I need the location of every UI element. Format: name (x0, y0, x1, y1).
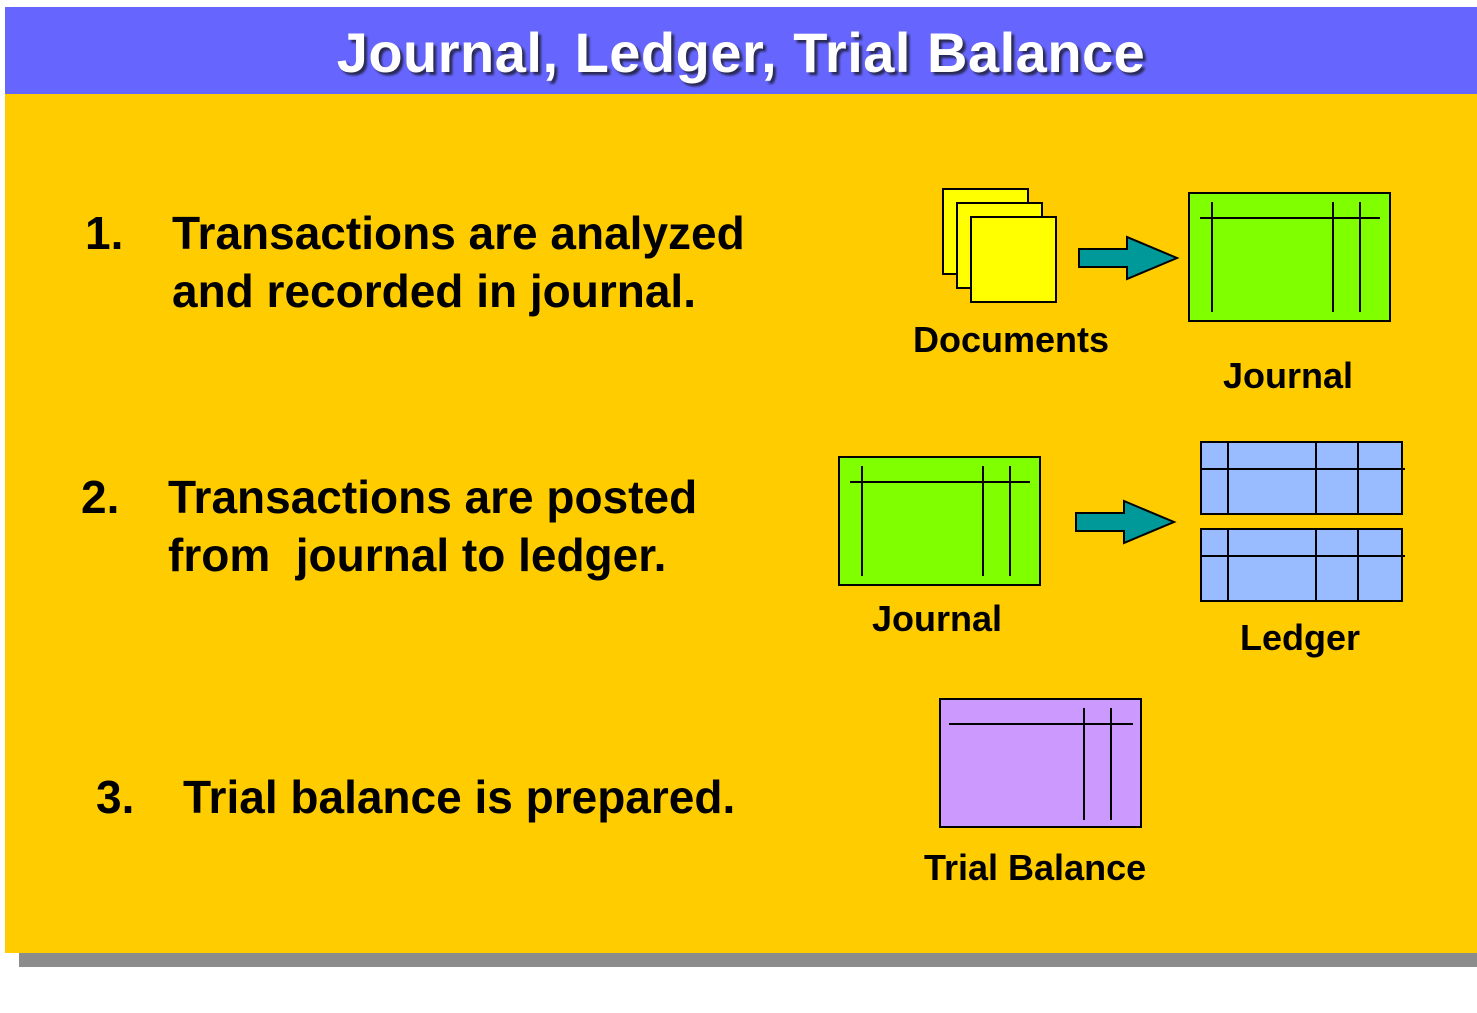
step-3: 3. Trial balance is prepared. (96, 768, 816, 828)
journal-label-2: Journal (872, 598, 1003, 639)
journal-label-1: Journal (1223, 355, 1354, 396)
slide: Journal, Ledger, Trial Balance 1. Transa… (5, 7, 1477, 953)
journal-table-icon (838, 456, 1041, 586)
trial-balance-label: Trial Balance (924, 847, 1147, 888)
step-3-line-1: Trial balance is prepared. (183, 771, 736, 823)
step-1-line-1: Transactions are analyzed (172, 207, 745, 259)
journal-table-icon (1188, 192, 1391, 322)
documents-stack-icon (942, 188, 1057, 303)
right-arrow-icon (1078, 235, 1180, 281)
ledger-label: Ledger (1240, 617, 1361, 658)
slide-title: Journal, Ledger, Trial Balance (336, 21, 1146, 84)
step-1-number: 1. (85, 207, 124, 259)
ledger-table-icon (1200, 441, 1405, 602)
step-1-line-2: and recorded in journal. (172, 265, 696, 317)
slide-shadow (19, 953, 1477, 967)
step-2-line-1: Transactions are posted (168, 471, 698, 523)
step-2: 2. Transactions are posted from journal … (81, 468, 781, 588)
title-bar: Journal, Ledger, Trial Balance (5, 7, 1477, 94)
step-3-number: 3. (96, 771, 135, 823)
documents-label: Documents (913, 319, 1110, 360)
ledger-account-1 (1200, 441, 1405, 515)
ledger-account-2 (1200, 528, 1405, 602)
step-1: 1. Transactions are analyzed and recorde… (85, 204, 805, 324)
trial-balance-table-icon (939, 698, 1142, 828)
right-arrow-icon (1075, 499, 1177, 545)
step-2-number: 2. (81, 471, 120, 523)
step-2-line-2: from journal to ledger. (168, 529, 667, 581)
